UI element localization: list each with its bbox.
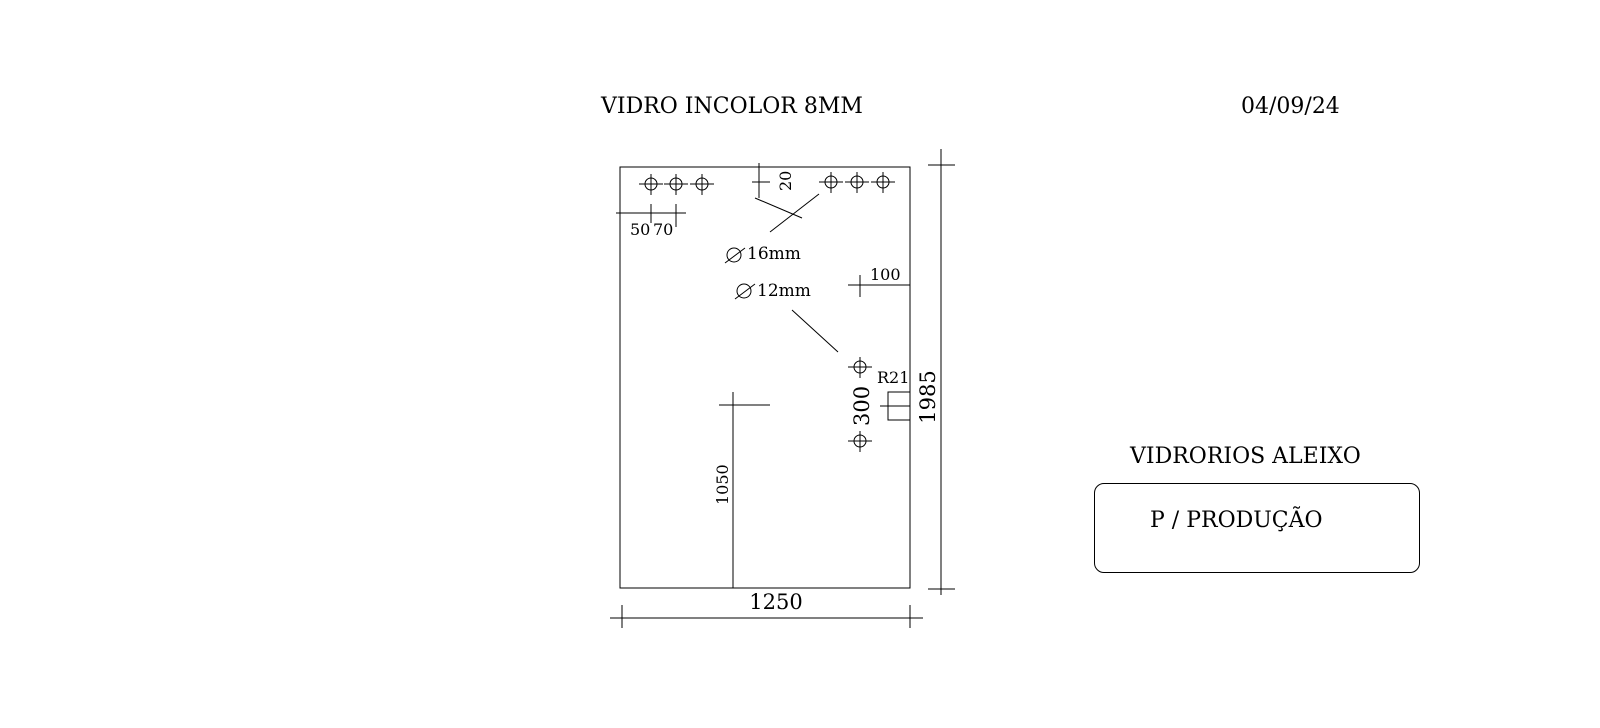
- hole-top-right-2: [845, 172, 869, 193]
- dimension-20-label: 20: [776, 171, 795, 191]
- radius-label: R21: [877, 368, 909, 387]
- diameter-icon: [724, 247, 746, 264]
- leader-line-top-left: [754, 197, 803, 219]
- hole-top-left-2: [664, 174, 688, 195]
- hole-top-left-3: [690, 174, 714, 195]
- overall-width-label: 1250: [749, 590, 802, 614]
- dimension-100: [848, 275, 910, 297]
- dimension-width: [610, 605, 923, 628]
- dimension-50-70: [616, 204, 686, 227]
- hole-top-right-3: [871, 172, 895, 193]
- dimension-70-label: 70: [653, 220, 673, 239]
- drawing-title: VIDRO INCOLOR 8MM: [601, 94, 863, 119]
- hole-right-lower: [848, 431, 872, 452]
- company-name: VIDRORIOS ALEIXO: [1130, 444, 1361, 469]
- leader-line-right-holes: [791, 309, 839, 353]
- radius-notch: [880, 391, 910, 421]
- hole-diameter-16-label: 16mm: [747, 244, 801, 264]
- production-stamp-box: P / PRODUÇÃO: [1094, 483, 1420, 573]
- dimension-height: [928, 149, 955, 595]
- glass-panel-outline: [619, 166, 911, 589]
- leader-line-top-right: [769, 193, 820, 233]
- dimension-100-label: 100: [870, 265, 901, 284]
- hole-top-right-1: [819, 172, 843, 193]
- dimension-300-label: 300: [850, 386, 874, 426]
- overall-height-label: 1985: [916, 370, 940, 423]
- dimension-20: [752, 163, 770, 198]
- dimension-50-label: 50: [630, 220, 650, 239]
- diameter-icon: [734, 283, 756, 300]
- dimension-1050: [719, 392, 770, 588]
- drawing-date: 04/09/24: [1241, 94, 1340, 119]
- dimension-1050-label: 1050: [713, 464, 732, 505]
- hole-top-left-1: [639, 174, 663, 195]
- production-stamp-label: P / PRODUÇÃO: [1150, 508, 1323, 533]
- hole-diameter-12-label: 12mm: [757, 281, 811, 301]
- hole-right-upper: [848, 357, 872, 378]
